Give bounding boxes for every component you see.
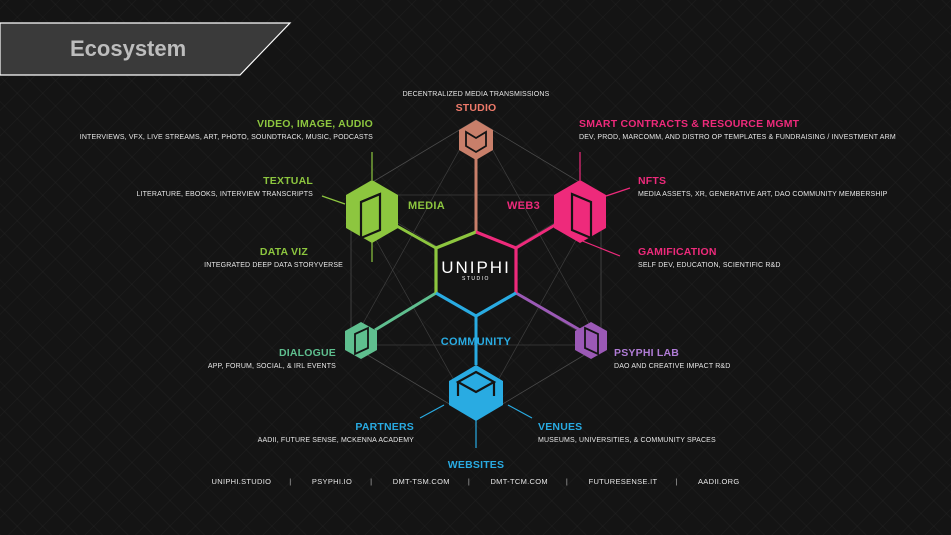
title-banner xyxy=(0,22,292,76)
web3-item-title: GAMIFICATION xyxy=(638,246,717,258)
studio-description: DECENTRALIZED MEDIA TRANSMISSIONS xyxy=(402,91,550,98)
partners-desc: AADII, FUTURE SENSE, MCKENNA ACADEMY xyxy=(257,437,414,444)
dialogue-desc: APP, FORUM, SOCIAL, & IRL EVENTS xyxy=(207,363,336,370)
page-title: Ecosystem xyxy=(70,36,187,61)
web3-item-desc: MEDIA ASSETS, XR, GENERATIVE ART, DAO CO… xyxy=(638,191,888,198)
dialogue-title: DIALOGUE xyxy=(278,347,336,359)
web3-item-title: SMART CONTRACTS & RESOURCE MGMT xyxy=(579,118,800,130)
studio-title: STUDIO xyxy=(455,102,497,114)
web3-item-desc: DEV, PROD, MARCOMM, AND DISTRO OP TEMPLA… xyxy=(579,134,896,141)
studio-cube-icon[interactable] xyxy=(459,120,493,160)
website-link[interactable]: DMT-TCM.COM xyxy=(490,477,548,486)
website-link[interactable]: PSYPHI.IO xyxy=(311,477,353,486)
media-item-desc: LITERATURE, EBOOKS, INTERVIEW TRANSCRIPT… xyxy=(136,191,313,198)
website-link[interactable]: DMT-TSM.COM xyxy=(392,477,450,486)
leader-lines xyxy=(321,152,631,448)
separator: | xyxy=(370,477,373,486)
media-item-title: VIDEO, IMAGE, AUDIO xyxy=(256,118,373,130)
separator: | xyxy=(565,477,569,486)
separator: | xyxy=(289,477,292,486)
psyphi-cube-icon[interactable] xyxy=(575,322,607,359)
media-cube-icon[interactable] xyxy=(346,180,398,243)
venues-desc: MUSEUMS, UNIVERSITIES, & COMMUNITY SPACE… xyxy=(538,437,716,444)
websites-title: WEBSITES xyxy=(447,459,505,471)
separator: | xyxy=(467,477,471,486)
connectors xyxy=(374,150,581,365)
partners-title: PARTNERS xyxy=(355,421,414,433)
website-link[interactable]: FUTURESENSE.IT xyxy=(588,477,658,486)
media-item-desc: INTERVIEWS, VFX, LIVE STREAMS, ART, PHOT… xyxy=(79,134,373,141)
uniphi-logo: UNIPHI STUDIO xyxy=(440,258,512,282)
web3-label: WEB3 xyxy=(507,200,540,212)
venues-title: VENUES xyxy=(538,421,583,433)
logo-main-text: UNIPHI xyxy=(441,258,511,277)
web3-cube-icon[interactable] xyxy=(554,180,606,243)
media-label: MEDIA xyxy=(408,200,445,212)
community-label: COMMUNITY xyxy=(440,336,512,348)
center-hexagon xyxy=(434,230,518,318)
psyphi-desc: DAO AND CREATIVE IMPACT R&D xyxy=(614,363,731,370)
web3-item-desc: SELF DEV, EDUCATION, SCIENTIFIC R&D xyxy=(638,262,781,269)
media-item-title: DATA VIZ xyxy=(259,246,308,258)
websites-links: UNIPHI.STUDIO | PSYPHI.IO | DMT-TSM.COM | D… xyxy=(0,477,951,486)
psyphi-title: PSYPHI LAB xyxy=(614,347,680,359)
dialogue-cube-icon[interactable] xyxy=(345,322,377,359)
separator: | xyxy=(675,477,678,486)
media-item-desc: INTEGRATED DEEP DATA STORYVERSE xyxy=(204,262,343,269)
media-item-title: TEXTUAL xyxy=(263,175,313,187)
website-link[interactable]: AADII.ORG xyxy=(698,477,740,486)
web3-item-title: NFTS xyxy=(638,175,667,187)
logo-sub-text: STUDIO xyxy=(462,276,490,282)
community-cube-icon[interactable] xyxy=(449,365,503,421)
website-link[interactable]: UNIPHI.STUDIO xyxy=(211,477,272,486)
